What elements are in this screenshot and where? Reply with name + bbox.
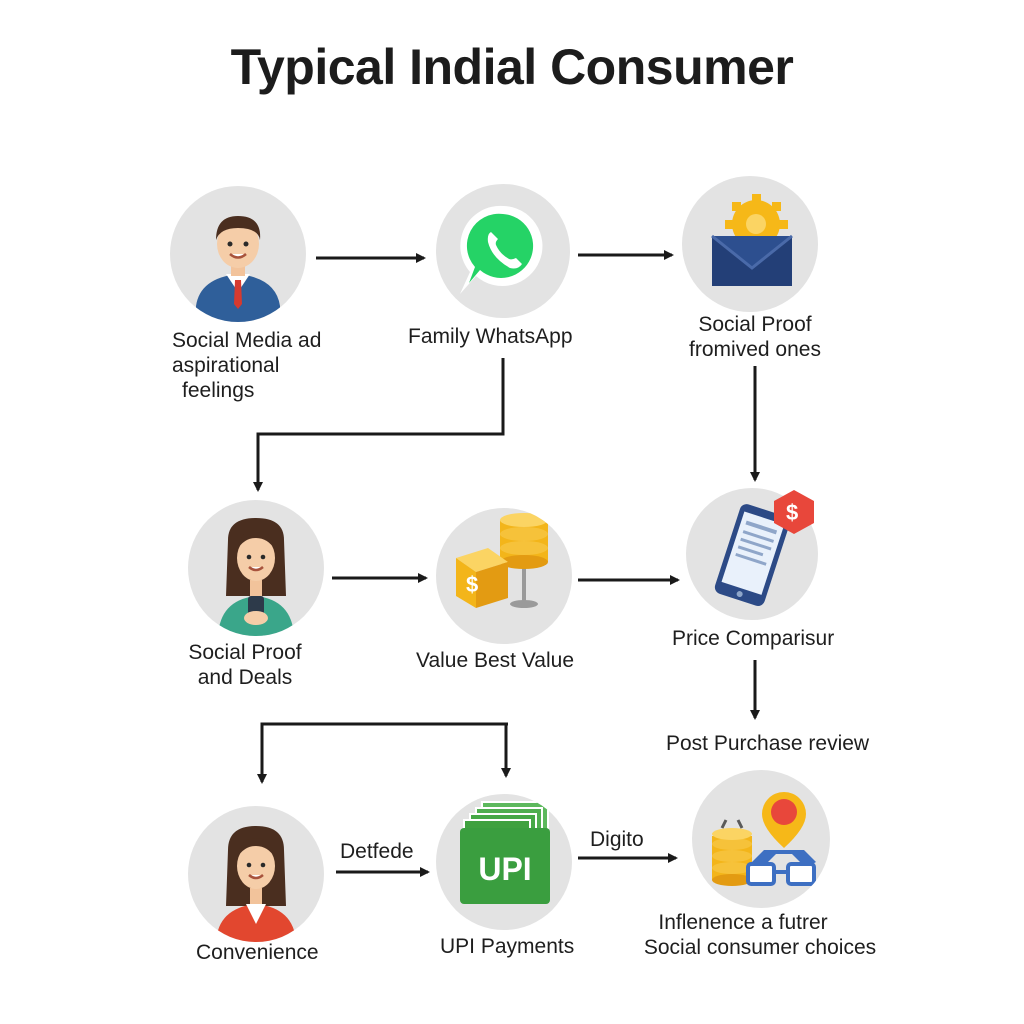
influence-line2: Social consumer choices	[643, 936, 877, 959]
upi-label: UPI Payments	[440, 935, 575, 958]
social-media-label: Social Media ad aspirational feelings	[172, 328, 321, 403]
dollar-coins-icon: $	[436, 508, 572, 644]
whatsapp-icon	[436, 184, 570, 318]
social-proof-deals-line2: and Deals	[197, 666, 293, 689]
social-proof-deals-label: Social Proof and Deals	[170, 640, 320, 690]
edge-label-digito: Digito	[590, 828, 644, 851]
whatsapp-label: Family WhatsApp	[408, 325, 573, 348]
svg-text:$: $	[786, 500, 798, 525]
svg-text:$: $	[466, 572, 478, 597]
social-proof-top-label: Social Proof fromived ones	[672, 312, 838, 362]
upi-icon-text: UPI	[478, 851, 531, 887]
arrow-whatsapp-to-deals	[253, 358, 505, 492]
woman-icon	[188, 806, 324, 942]
envelope-gear-icon	[682, 176, 818, 312]
price-comparison-label: Price Comparisur	[672, 627, 835, 650]
businessman-icon	[170, 186, 306, 322]
dollar-badge-icon: $	[774, 490, 814, 534]
coins-glasses-pin-icon	[692, 770, 830, 908]
convenience-label: Convenience	[196, 941, 319, 964]
social-proof-top-line2: fromived ones	[689, 338, 821, 361]
value-label: Value Best Value	[416, 649, 574, 672]
social-proof-top-line1: Social Proof	[698, 313, 812, 336]
social-proof-deals-line1: Social Proof	[188, 641, 302, 664]
upi-cards-icon: UPI	[436, 794, 572, 930]
page-title: Typical Indial Consumer	[230, 39, 794, 95]
influence-label: Inflenence a futrer Social consumer choi…	[640, 910, 880, 960]
edge-label-deffede: Detfede	[340, 840, 414, 863]
woman-phone-icon	[188, 500, 324, 636]
arrow-split-left	[257, 722, 508, 784]
social-media-line2: aspirational	[172, 354, 280, 377]
social-media-line3: feelings	[182, 379, 255, 402]
influence-line1: Inflenence a futrer	[658, 911, 828, 934]
social-media-line1: Social Media ad	[172, 329, 322, 352]
post-purchase-label: Post Purchase review	[666, 732, 870, 755]
smartphone-dollar-icon	[686, 488, 818, 620]
